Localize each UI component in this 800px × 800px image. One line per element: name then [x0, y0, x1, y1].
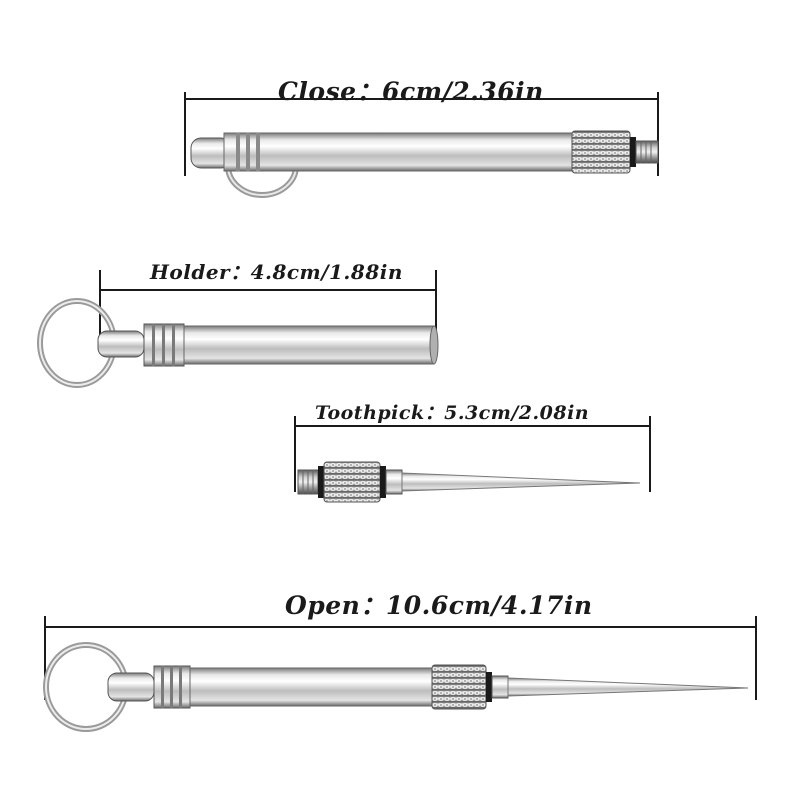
close-assembly — [190, 130, 659, 198]
open-assembly — [43, 642, 749, 732]
toothpick-dimension-line — [294, 416, 651, 492]
close-dimension-label: Close：6cm/2.36in — [278, 77, 544, 106]
holder-dimension-label: Holder：4.8cm/1.88in — [150, 260, 403, 284]
open-dimension-label: Open：10.6cm/4.17in — [285, 591, 593, 620]
holder-assembly — [37, 298, 439, 388]
toothpick-assembly — [297, 461, 641, 503]
toothpick-dimension-label: Toothpick：5.3cm/2.08in — [315, 402, 590, 424]
